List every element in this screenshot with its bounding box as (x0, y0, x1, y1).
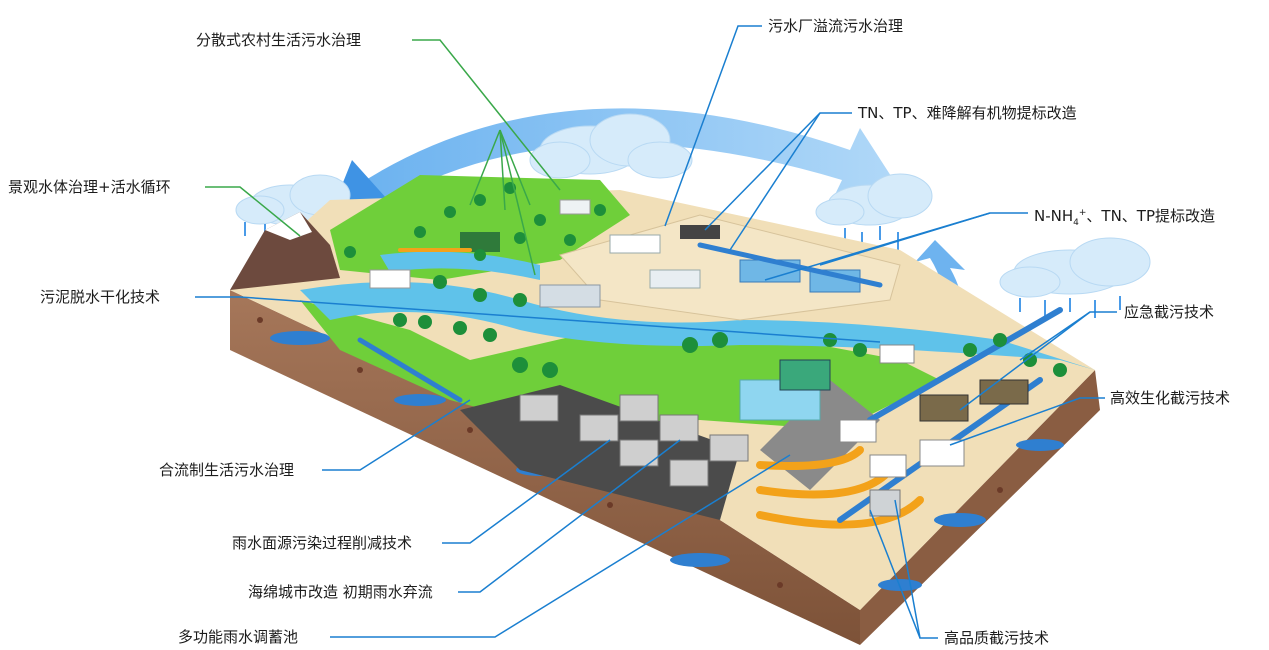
interception-units (839, 344, 1029, 517)
sports-complex (739, 359, 831, 421)
label-rural-sewage: 分散式农村生活污水治理 (196, 31, 362, 49)
label-nh4-upgrade: N-NH4+、TN、TP提标改造 (1034, 204, 1215, 232)
label-storage-tank: 多功能雨水调蓄池 (178, 628, 299, 646)
leader-landscape (205, 186, 301, 237)
label-sludge-drying: 污泥脱水干化技术 (40, 288, 161, 306)
leader-lines (195, 25, 1117, 639)
cloud-top (529, 113, 693, 179)
cloud-far-right (999, 237, 1151, 298)
city-blocks (460, 380, 880, 520)
leader-bio (949, 397, 1105, 446)
leader-combined (322, 399, 471, 471)
nh4-prefix: N-NH (1034, 207, 1074, 225)
label-landscape-water: 景观水体治理+活水循环 (8, 178, 171, 196)
nh4-superscript: + (1078, 208, 1087, 218)
label-plant-overflow: 污水厂溢流污水治理 (768, 17, 904, 35)
label-bio-interception: 高效生化截污技术 (1110, 389, 1231, 407)
label-sponge-city: 海绵城市改造 初期雨水弃流 (248, 583, 433, 601)
trees (344, 182, 1067, 378)
buildings (369, 199, 601, 308)
label-hq-interception: 高品质截污技术 (944, 629, 1050, 647)
label-combined-sewer: 合流制生活污水治理 (159, 461, 295, 479)
leader-sludge (195, 296, 881, 343)
leader-stormwater (442, 439, 611, 544)
label-emergency-interception: 应急截污技术 (1124, 303, 1215, 321)
leader-storage (330, 454, 791, 638)
label-stormwater-reduction: 雨水面源污染过程削减技术 (232, 534, 413, 552)
cloud-left (235, 174, 351, 226)
leader-overflow (664, 25, 762, 227)
leader-sponge (458, 439, 681, 593)
nh4-subscript: 4 (1073, 218, 1079, 228)
leader-rural (412, 39, 561, 191)
label-tn-tp-upgrade: TN、TP、难降解有机物提标改造 (858, 104, 1077, 122)
nh4-suffix: 、TN、TP提标改造 (1086, 207, 1216, 225)
cloud-right (815, 173, 933, 226)
